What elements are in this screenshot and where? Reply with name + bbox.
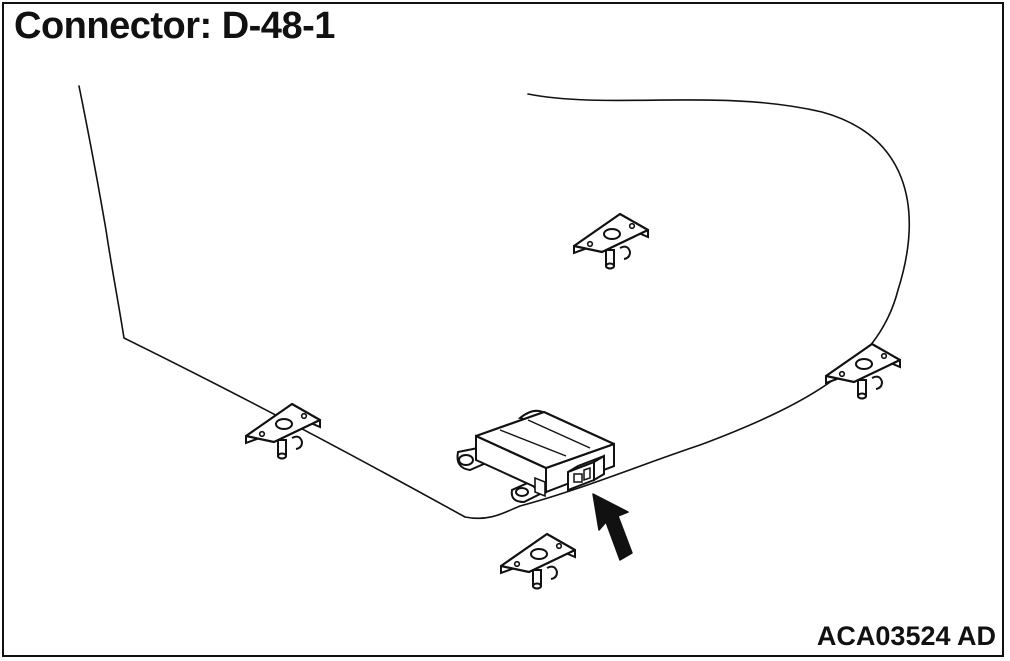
figure-code: ACA03524 AD [816,621,996,651]
diagram-title: Connector: D-48-1 [14,5,335,47]
sensor-left [244,402,322,460]
sensor-right [824,342,902,400]
sensor-front-center [499,532,577,590]
connector-d-48-1 [567,454,605,492]
floor-outline [78,85,910,520]
pointer-arrow [592,493,633,561]
control-unit [456,409,616,504]
sensor-rear-center [572,212,650,270]
